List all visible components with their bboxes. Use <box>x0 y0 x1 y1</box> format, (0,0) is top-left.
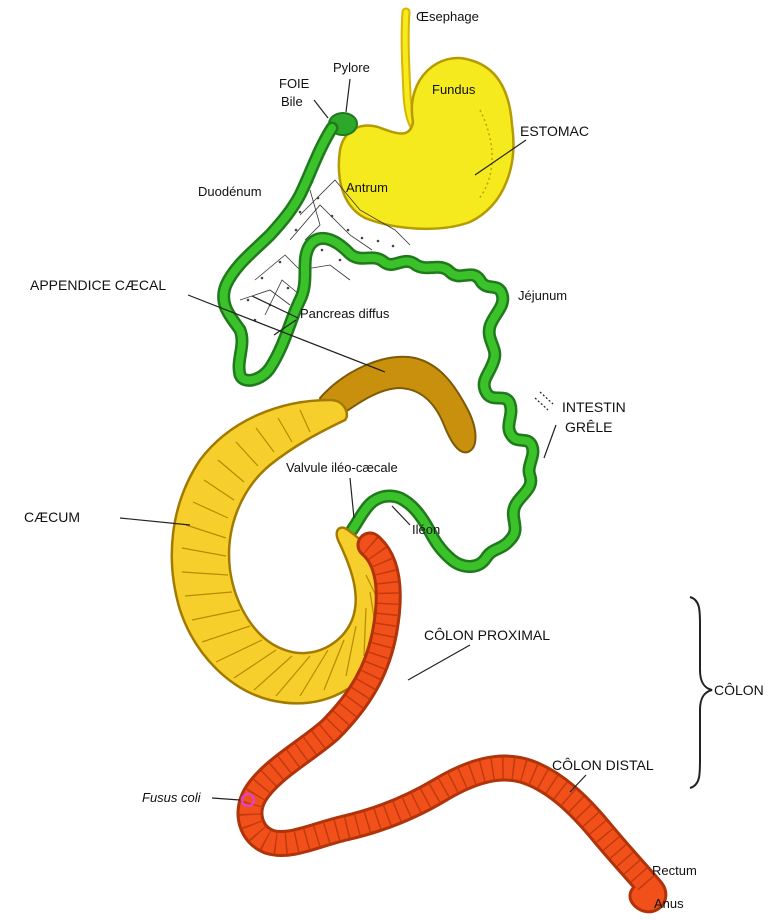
label-pylore: Pylore <box>333 60 370 75</box>
label-ileon: Iléon <box>412 522 440 537</box>
label-foie: FOIE <box>279 76 310 91</box>
label-oesophage: Œsephage <box>416 9 479 24</box>
label-rectum: Rectum <box>652 863 697 878</box>
label-duodenum: Duodénum <box>198 184 262 199</box>
label-antrum: Antrum <box>346 180 388 195</box>
label-colon-distal: CÔLON DISTAL <box>552 757 654 773</box>
label-anus: Anus <box>654 896 684 911</box>
label-estomac: ESTOMAC <box>520 123 589 139</box>
label-fusus-coli: Fusus coli <box>142 790 202 805</box>
colon-brace <box>690 597 712 788</box>
label-jejunum: Jéjunum <box>518 288 567 303</box>
label-colon-proximal: CÔLON PROXIMAL <box>424 627 550 643</box>
label-valvule: Valvule iléo-cæcale <box>286 460 398 475</box>
label-bile: Bile <box>281 94 303 109</box>
label-grele: GRÊLE <box>565 419 612 435</box>
stomach <box>339 58 514 229</box>
label-intestin: INTESTIN <box>562 399 626 415</box>
label-fundus: Fundus <box>432 82 476 97</box>
label-pancreas: Pancreas diffus <box>300 306 390 321</box>
label-caecum: CÆCUM <box>24 509 80 525</box>
label-appendice: APPENDICE CÆCAL <box>30 277 166 293</box>
label-colon: CÔLON <box>714 682 764 698</box>
